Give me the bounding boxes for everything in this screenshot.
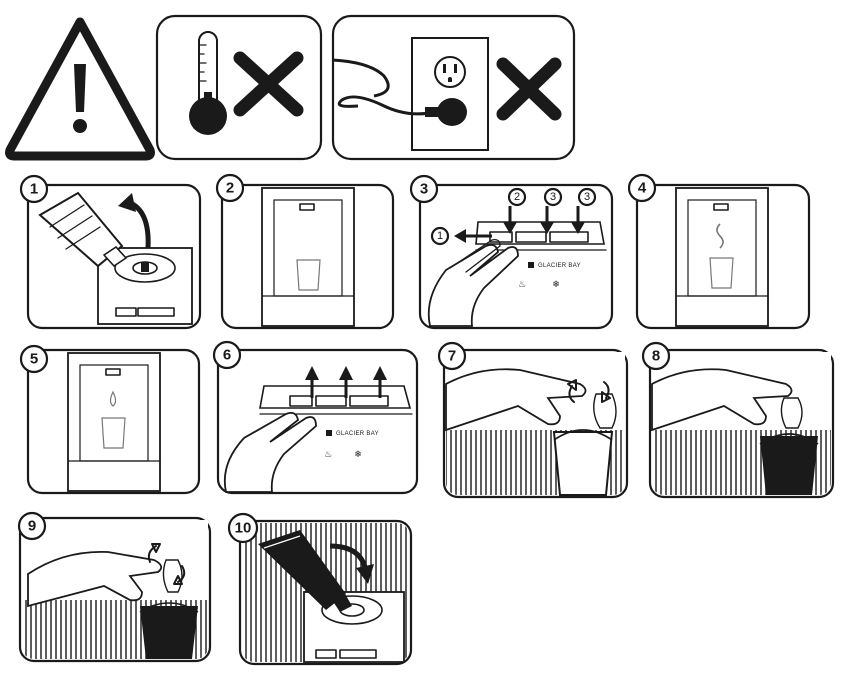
no-freezing-warning [155, 14, 323, 161]
substep-number-3: 3 [550, 191, 556, 203]
thermometer-icon [189, 31, 227, 135]
cold-tap-icon: ❄ [552, 280, 560, 290]
step-5-panel [26, 348, 201, 495]
cold-tap-icon: ❄ [354, 450, 362, 460]
step-number: 3 [420, 181, 428, 198]
substep-number-2: 2 [514, 191, 520, 203]
step-8-panel [648, 348, 835, 499]
step-number: 7 [448, 348, 456, 365]
step-number: 10 [235, 520, 252, 537]
hot-tap-icon: ♨ [518, 280, 526, 290]
warning-triangle-icon [5, 17, 155, 161]
no-power-warning [331, 14, 576, 161]
step-number: 2 [226, 180, 234, 197]
cup-under-spout-icon [261, 187, 355, 327]
step-number: 9 [28, 518, 36, 535]
step-10-panel [238, 519, 413, 666]
substep-number-3b: 3 [584, 191, 590, 203]
step-7-panel [442, 348, 629, 499]
substep-number-1: 1 [437, 230, 443, 242]
step-9-panel [18, 516, 212, 663]
step-1-panel [26, 183, 202, 330]
step-number: 8 [652, 348, 660, 365]
brand-label: GLACIER BAY [538, 263, 581, 269]
power-plug-outlet-icon [331, 37, 489, 151]
press-buttons-icon: GLACIER BAY ♨ ❄ 1 2 3 3 [427, 187, 607, 327]
drip-cup-icon [67, 352, 161, 492]
step-2-panel [220, 183, 395, 330]
hot-water-cup-icon [675, 187, 769, 327]
brand-label: GLACIER BAY [336, 431, 379, 437]
bottle-install-icon [242, 523, 409, 663]
prohibited-x-icon [233, 51, 304, 117]
bottle-removal-icon [38, 191, 193, 325]
step-6-panel: GLACIER BAY ♨ ❄ [216, 348, 419, 495]
unscrew-cap-icon [445, 352, 625, 496]
drain-icon [651, 352, 831, 495]
step-number: 4 [638, 180, 647, 197]
prohibited-x-icon [496, 57, 562, 121]
hot-tap-icon: ♨ [324, 450, 332, 460]
step-number: 1 [30, 181, 38, 198]
rescrew-cap-icon [22, 520, 208, 659]
step-3-panel: GLACIER BAY ♨ ❄ 1 2 3 3 [418, 183, 614, 330]
step-number-badges: 1 2 3 4 5 6 7 8 9 10 [17, 173, 671, 544]
step-4-panel [635, 183, 811, 330]
step-number: 6 [223, 347, 231, 364]
step-number: 5 [30, 351, 38, 368]
release-buttons-icon: GLACIER BAY ♨ ❄ [223, 366, 413, 493]
